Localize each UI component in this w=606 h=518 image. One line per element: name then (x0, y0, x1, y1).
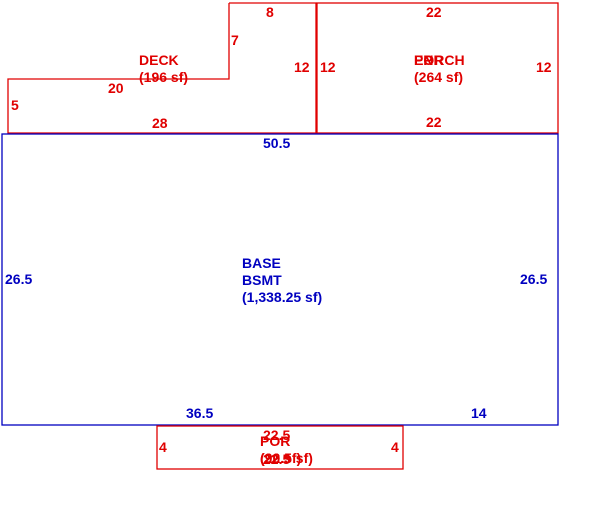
enclosed-porch-dim-left: 12 (320, 59, 336, 75)
base-area: (1,338.25 sf) (242, 289, 322, 305)
deck-dim-bottom: 28 (152, 115, 168, 131)
base-outline (1, 133, 559, 426)
enclosed-porch-area: (264 sf) (414, 69, 463, 85)
base-dim-right: 26.5 (520, 271, 547, 287)
deck-name: DECK (139, 52, 179, 68)
front-porch-dim-top: 22.5 (263, 427, 290, 443)
base-dim-left: 26.5 (5, 271, 32, 287)
enclosed-porch-name-3: PORCH (414, 52, 465, 68)
deck-dim-right: 12 (294, 59, 310, 75)
front-porch-name: POR (260, 433, 290, 449)
enclosed-porch-dim-right: 12 (536, 59, 552, 75)
enclosed-porch-name-1: EP (414, 52, 433, 68)
front-porch-dim-right: 4 (391, 439, 399, 455)
deck-dim-top: 8 (266, 4, 274, 20)
enclosed-porch-name-2: ENR (414, 52, 444, 68)
deck-outline (7, 2, 317, 134)
deck-area: (196 sf) (139, 69, 188, 85)
base-dim-top: 50.5 (263, 135, 290, 151)
base-name: BASE (242, 255, 281, 271)
base-sub: BSMT (242, 272, 282, 288)
front-porch-dim-bottom: 22.5 (263, 451, 290, 467)
deck-dim-step-side: 7 (231, 32, 239, 48)
front-porch-area-a: (90 sf) (260, 450, 301, 466)
deck-dim-step-top: 20 (108, 80, 124, 96)
enclosed-porch-dim-top: 22 (426, 4, 442, 20)
front-porch-dim-left: 4 (159, 439, 167, 455)
front-porch-area-b: (22.5 sf) (260, 450, 313, 466)
front-porch-outline (156, 425, 404, 470)
deck-dim-left: 5 (11, 97, 19, 113)
enclosed-porch-dim-bottom: 22 (426, 114, 442, 130)
base-dim-bottom-right: 14 (471, 405, 487, 421)
enclosed-porch-outline (316, 2, 559, 134)
base-dim-bottom-left: 36.5 (186, 405, 213, 421)
